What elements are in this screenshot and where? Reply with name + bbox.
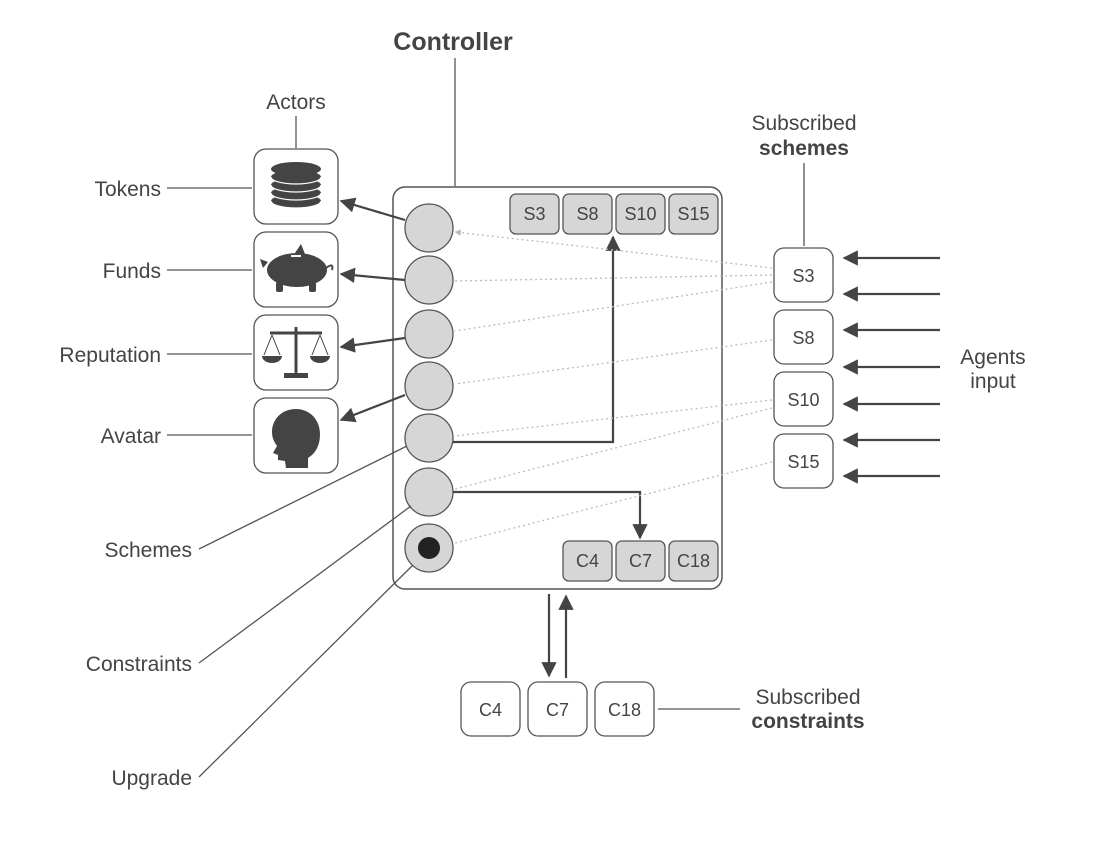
controller-scheme-slots: S3 S8 S10 S15 [509, 193, 719, 235]
head-silhouette-icon [272, 409, 320, 468]
actor-avatar [253, 397, 339, 474]
subscribed-constraint-boxes: C4 C7 C18 [460, 681, 655, 737]
arrow-schemes-to-slots [453, 235, 621, 444]
schemes-connector [198, 445, 408, 550]
controller-circle-reputation [404, 309, 454, 359]
coins-stack-icon [270, 162, 322, 209]
arrow-to-reputation [339, 336, 406, 353]
controller-circle-constraints [404, 467, 454, 517]
controller-circle-funds [404, 255, 454, 305]
left-label-schemes: Schemes [104, 539, 192, 562]
controller-scheme-label: S8 [576, 204, 598, 224]
actor-reputation [253, 314, 339, 391]
actor-label-tokens: Tokens [94, 178, 161, 201]
controller-circles [404, 203, 454, 573]
controller-scheme-slot [668, 193, 719, 235]
controller-scheme-slot [615, 193, 666, 235]
subscribed-scheme-label: S15 [787, 452, 819, 472]
subscribed-constraint-label: C4 [479, 700, 502, 720]
subscribed-constraint-box [527, 681, 588, 737]
arrow-to-tokens [339, 197, 406, 222]
agents-input-line1: Agents [960, 346, 1025, 369]
actor-label-reputation: Reputation [59, 344, 161, 367]
upgrade-connector [198, 564, 414, 778]
subscribed-schemes-line1: Subscribed [751, 112, 856, 135]
agent-input-arrows [842, 250, 940, 484]
controller-title: Controller [393, 28, 513, 56]
actors-heading: Actors [266, 91, 326, 114]
actor-tokens [253, 148, 339, 225]
subscribed-constraints-line2: constraints [751, 710, 864, 733]
controller-constraint-label: C4 [576, 551, 599, 571]
subscribed-constraints-line1: Subscribed [755, 686, 860, 709]
controller-constraint-label: C18 [677, 551, 710, 571]
controller-box [392, 186, 723, 590]
controller-scheme-label: S3 [523, 204, 545, 224]
scales-icon [262, 327, 330, 378]
subscribed-scheme-box [773, 309, 834, 365]
subscribed-schemes-line2: schemes [759, 137, 849, 160]
controller-constraint-slot [668, 540, 719, 582]
controller-constraint-label: C7 [629, 551, 652, 571]
subscribed-scheme-label: S8 [792, 328, 814, 348]
subscribed-constraint-box [594, 681, 655, 737]
subscribed-constraint-label: C18 [608, 700, 641, 720]
subscribed-scheme-box [773, 371, 834, 427]
controller-scheme-label: S10 [624, 204, 656, 224]
controller-constraint-slots: C4 C7 C18 [562, 540, 719, 582]
left-label-constraints: Constraints [86, 653, 192, 676]
subscribed-scheme-label: S10 [787, 390, 819, 410]
piggy-bank-icon [260, 244, 334, 292]
subscribed-scheme-label: S3 [792, 266, 814, 286]
controller-scheme-label: S15 [677, 204, 709, 224]
arrow-to-funds [339, 267, 406, 283]
actor-funds [253, 231, 339, 308]
controller-scheme-slot [562, 193, 613, 235]
constraints-connector [198, 505, 412, 664]
arrow-to-avatar [339, 393, 406, 423]
agents-input-line2: input [970, 370, 1016, 393]
controller-circle-tokens [404, 203, 454, 253]
left-label-upgrade: Upgrade [111, 767, 192, 790]
subscribed-constraint-label: C7 [546, 700, 569, 720]
subscribed-constraint-box [460, 681, 521, 737]
arrow-constraints-to-slots [453, 490, 648, 540]
subscribed-scheme-box [773, 247, 834, 303]
controller-constraint-slot [615, 540, 666, 582]
scheme-dotted-links [454, 229, 773, 544]
actor-label-funds: Funds [103, 260, 161, 283]
controller-constraint-slot [562, 540, 613, 582]
actor-label-avatar: Avatar [101, 425, 161, 448]
subscribed-scheme-box [773, 433, 834, 489]
controller-scheme-slot [509, 193, 560, 235]
upgrade-dot [418, 537, 440, 559]
controller-circle-avatar [404, 361, 454, 411]
subscribed-scheme-boxes: S3 S8 S10 S15 [773, 247, 834, 489]
controller-circle-schemes [404, 413, 454, 463]
